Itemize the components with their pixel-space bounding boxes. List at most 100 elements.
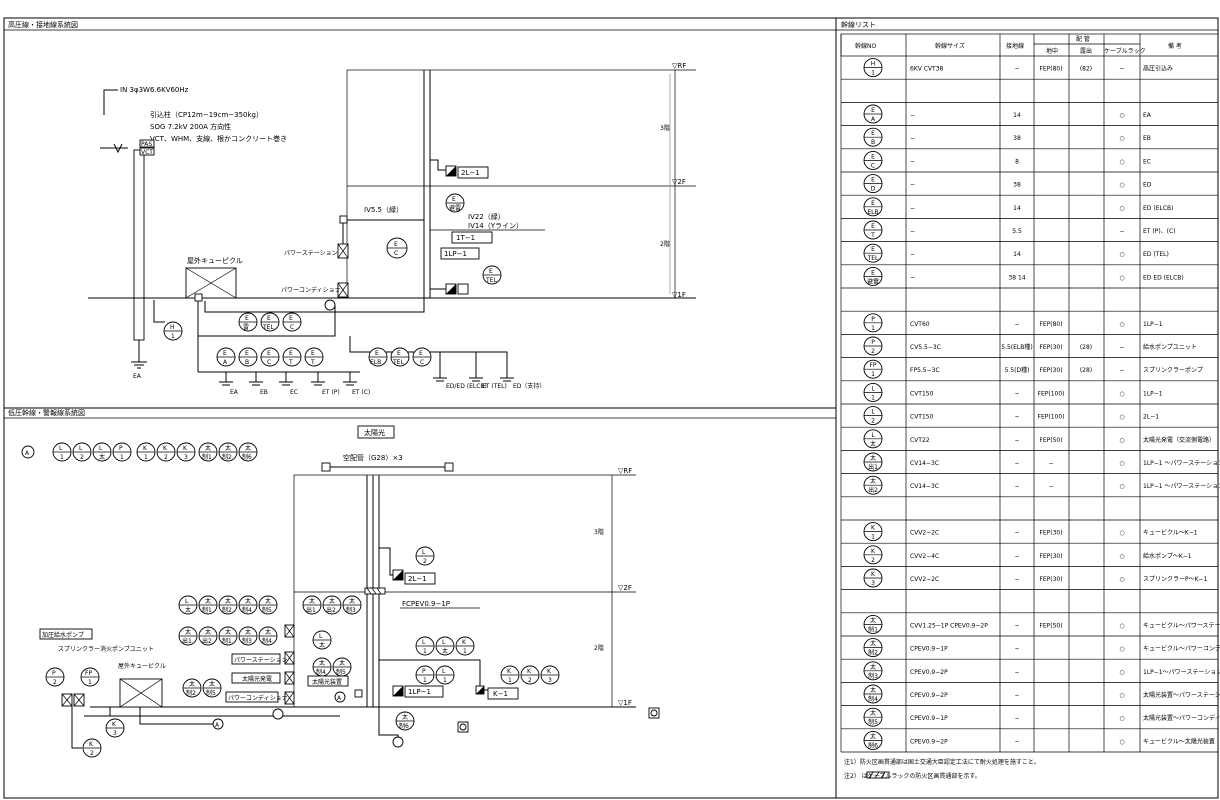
svg-text:2: 2 xyxy=(528,677,532,684)
row-earth: 14 xyxy=(1013,205,1021,212)
th-no: 幹線NO xyxy=(855,42,876,50)
th-rack: ケーブルラック xyxy=(1104,47,1146,55)
row-id-bottom: B xyxy=(871,139,875,146)
fcpev-label: FCPEV0.9−1P xyxy=(402,600,450,608)
row-rack: ○ xyxy=(1119,553,1124,560)
k-circles-right: K1 K2 K3 xyxy=(500,665,560,685)
row-earth: − xyxy=(1014,576,1019,583)
table-header xyxy=(840,33,1219,57)
svg-text:L: L xyxy=(422,639,426,646)
note-2: 注2） はケーブルラックの防火区画貫通部を示す。 xyxy=(844,772,981,780)
svg-text:A: A xyxy=(215,722,220,729)
svg-text:3: 3 xyxy=(184,454,188,461)
svg-text:太: 太 xyxy=(225,628,231,636)
row-remarks: EB xyxy=(1143,135,1151,142)
level2-2f: ▽2F xyxy=(618,584,632,592)
cubicle-feeder xyxy=(204,298,425,313)
row-rack: ○ xyxy=(1119,738,1124,745)
note-2-hatch xyxy=(866,771,890,779)
row-id-top: K xyxy=(871,548,876,555)
row-id-bottom: 制4 xyxy=(868,695,878,703)
e-c-circle: E C xyxy=(386,237,408,259)
row-id-bottom: A xyxy=(871,116,876,123)
row-size: CPEV0.9−2P xyxy=(910,692,948,699)
svg-text:E: E xyxy=(397,350,401,357)
row-rack: − xyxy=(1119,228,1124,235)
row-id-bottom: 2 xyxy=(871,418,875,425)
row-size: CVT150 xyxy=(910,390,934,397)
handhole-3 xyxy=(392,736,404,748)
row-size: − xyxy=(910,274,915,281)
row-id-top: L xyxy=(871,385,875,392)
svg-text:太: 太 xyxy=(329,597,335,605)
row-size: 6KV CVT38 xyxy=(910,66,944,73)
row-rack: ○ xyxy=(1119,646,1124,653)
svg-text:K: K xyxy=(183,445,188,452)
row-rack: ○ xyxy=(1119,112,1124,119)
diagram2-title: 低圧幹線・警報線系統図 xyxy=(8,408,85,417)
row-remarks: EA xyxy=(1143,112,1152,119)
cubicle2-label: 屋外キューピクル xyxy=(118,662,166,670)
row-id-top: K xyxy=(871,525,876,532)
row-size: CPEV0.9−2P xyxy=(910,669,948,676)
svg-text:E: E xyxy=(394,241,398,248)
solar-circles-low: 太制2 太制5 xyxy=(182,678,222,698)
row-underground: FEP(80) xyxy=(1039,321,1062,328)
row-earth: − xyxy=(1014,669,1019,676)
row-exposed: (82) xyxy=(1080,66,1092,73)
row-size: CVT60 xyxy=(910,321,930,328)
svg-text:E: E xyxy=(419,350,423,357)
row-size: − xyxy=(910,205,915,212)
row-rack: ○ xyxy=(1119,483,1124,490)
table-title: 幹線リスト xyxy=(841,20,876,29)
svg-text:太: 太 xyxy=(402,713,408,721)
row-underground: FEP(100) xyxy=(1038,390,1065,397)
svg-text:K: K xyxy=(462,639,467,646)
row-rack: ○ xyxy=(1119,321,1124,328)
cubicle-earth-bus xyxy=(197,301,336,337)
row-remarks: 1LP−1 〜パワーステーション xyxy=(1143,483,1220,490)
svg-text:太: 太 xyxy=(309,597,315,605)
row-size: CV5.5−3C xyxy=(910,344,941,351)
power-conditioner-label: パワーコンディショナ xyxy=(281,286,341,294)
cubicle-terminal xyxy=(194,293,203,302)
svg-text:制4: 制4 xyxy=(316,668,326,676)
row-remarks: キュービクル〜K−1 xyxy=(1143,529,1198,537)
row-id-top: FP xyxy=(869,362,876,369)
row-size: − xyxy=(910,251,915,258)
row-rack: − xyxy=(1119,66,1124,73)
row-earth: 5.5(D種) xyxy=(1005,366,1030,374)
svg-text:E: E xyxy=(223,350,227,357)
svg-text:雷: 雷 xyxy=(243,324,249,331)
row-earth: − xyxy=(1014,738,1019,745)
table-row: EB−38○EB xyxy=(863,127,1151,147)
h1-circle: H 1 xyxy=(163,321,183,341)
row-remarks: スプリンクラーP〜K−1 xyxy=(1143,576,1208,583)
svg-text:FP: FP xyxy=(85,670,92,677)
row-id-top: 太 xyxy=(870,477,876,485)
row-earth: 5.5(ELB種) xyxy=(1001,343,1032,351)
pas-box xyxy=(139,139,155,148)
row-id-bottom: 1 xyxy=(871,325,875,332)
svg-text:K: K xyxy=(112,721,117,728)
height-3f: 3階 xyxy=(660,124,670,132)
row-id-bottom: 制5 xyxy=(868,718,878,726)
row-id-bottom: 制3 xyxy=(868,672,878,680)
incoming-line xyxy=(103,89,118,115)
note-1: 注1）防火区画貫通部は国土交通大臣認定工法にて耐火処理を施すこと。 xyxy=(844,758,1040,766)
row-id-top: 太 xyxy=(870,616,876,624)
row-earth: 38 14 xyxy=(1008,274,1025,281)
svg-text:太: 太 xyxy=(265,628,271,636)
row-rack: − xyxy=(1119,367,1124,374)
row-id-top: L xyxy=(871,409,875,416)
trunk-table: 幹線リスト 幹線NO 幹線サイズ 接地線 配 管 地中 露出 ケーブルラック 備… xyxy=(836,20,1220,780)
empty-pipe-label: 空配管（G28）×3 xyxy=(343,453,403,462)
row-underground: FEP(30) xyxy=(1039,576,1062,583)
row-id-top: H xyxy=(871,61,876,68)
marker-a2 xyxy=(334,691,346,703)
